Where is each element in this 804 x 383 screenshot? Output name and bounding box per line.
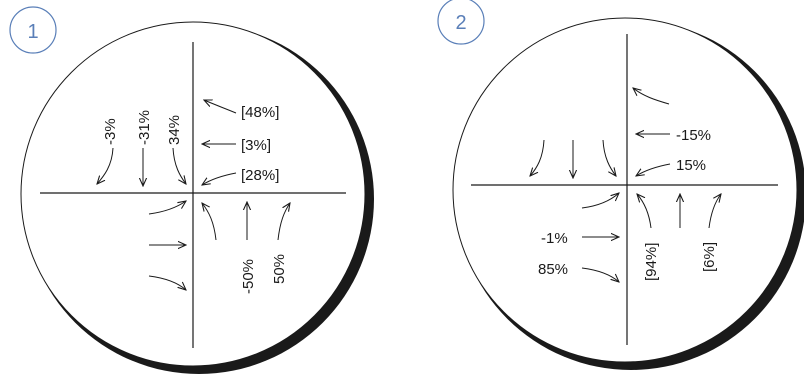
label-1-west-u-left: -3% — [102, 118, 119, 145]
label-1-east-top: [48%] — [241, 104, 279, 121]
arrow-1-n-right — [172, 147, 186, 184]
diagram-1-badge: 1 — [9, 6, 57, 54]
arrow-2-se-left — [637, 194, 652, 229]
diagram-2: 2 -15% 15% -1% 85% [94%] [6%] — [437, 0, 804, 370]
diagram-1-number: 1 — [27, 21, 38, 43]
label-1-east-bottom: [28%] — [241, 167, 279, 184]
arrow-1-e-top — [204, 100, 237, 114]
label-1-west-right: 34% — [166, 115, 183, 145]
diagram-2-number: 2 — [455, 12, 466, 34]
label-1-east-mid: [3%] — [241, 137, 271, 154]
label-2-west-through: -1% — [541, 230, 568, 247]
diagram-2-badge: 2 — [437, 0, 485, 45]
arrow-2-sw-top — [581, 193, 619, 209]
arrow-2-n-right — [602, 139, 616, 176]
label-2-south-right: [6%] — [701, 242, 718, 272]
diagram-1: 1 -3% -31% 34% [48%] [3%] [28%] -50% 50% — [9, 6, 374, 374]
diagram-2-circle — [452, 17, 798, 363]
arrow-1-sw-top — [148, 201, 186, 215]
arrow-1-sw-bottom — [148, 275, 186, 290]
label-2-east-through: -15% — [676, 127, 711, 144]
arrow-1-se-left — [202, 203, 217, 241]
arrow-1-se-right — [277, 203, 290, 241]
label-2-east-right: 15% — [676, 157, 706, 174]
arrow-2-sw-right — [581, 267, 619, 282]
arrow-2-e-top — [633, 88, 670, 105]
label-1-west-through: -31% — [136, 110, 153, 145]
label-1-south-right: 50% — [271, 254, 288, 284]
arrow-2-n-left — [530, 139, 545, 176]
arrow-1-e-bottom — [202, 172, 237, 185]
label-2-south-left: [94%] — [643, 243, 660, 281]
arrow-2-e-right — [636, 163, 671, 176]
arrow-2-se-right — [708, 194, 721, 229]
arrow-1-n-left — [97, 147, 114, 184]
label-1-south-through: -50% — [240, 259, 257, 294]
label-2-west-right: 85% — [538, 261, 568, 278]
